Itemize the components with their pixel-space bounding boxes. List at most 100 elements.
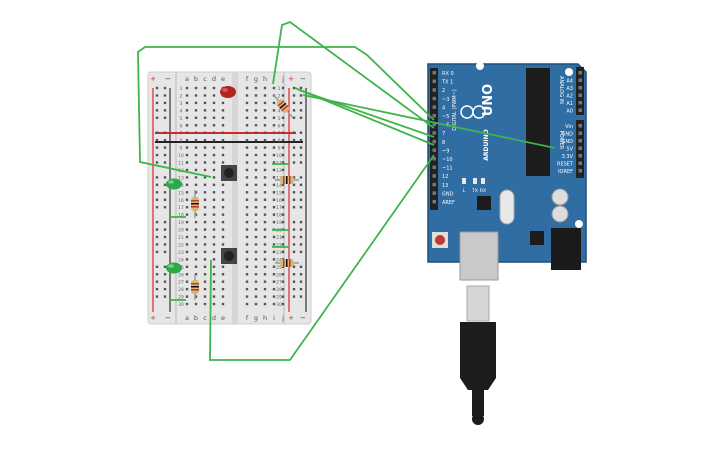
analog-pin[interactable] (578, 71, 583, 75)
breadboard-hole[interactable] (185, 213, 189, 216)
rail-hole[interactable] (155, 287, 159, 291)
rail-hole[interactable] (299, 131, 303, 134)
breadboard-hole[interactable] (272, 116, 276, 119)
breadboard-hole[interactable] (221, 228, 225, 231)
breadboard-hole[interactable] (281, 168, 285, 172)
rail-hole[interactable] (292, 273, 296, 276)
breadboard-hole[interactable] (254, 220, 258, 224)
power-jack[interactable] (551, 228, 581, 270)
breadboard-hole[interactable] (203, 124, 207, 127)
rail-hole[interactable] (292, 220, 296, 224)
breadboard-hole[interactable] (203, 228, 207, 231)
breadboard-hole[interactable] (185, 168, 189, 172)
rail-hole[interactable] (299, 116, 303, 119)
breadboard-hole[interactable] (185, 273, 189, 276)
rail-hole[interactable] (163, 109, 167, 112)
breadboard-hole[interactable] (281, 161, 285, 164)
breadboard-hole[interactable] (212, 183, 216, 187)
power-pin[interactable] (578, 124, 583, 128)
breadboard-hole[interactable] (212, 250, 216, 254)
rail-hole[interactable] (292, 295, 296, 298)
arduino-uno[interactable]: UNO ARDUINO DIGITAL (PWM~) ANALOG IN POW… (427, 62, 587, 281)
breadboard-hole[interactable] (185, 206, 189, 209)
breadboard-hole[interactable] (203, 153, 207, 157)
resistor-left-1[interactable] (191, 190, 199, 218)
breadboard-hole[interactable] (212, 273, 216, 276)
digital-pin[interactable] (432, 105, 437, 109)
breadboard-hole[interactable] (254, 206, 258, 209)
rail-hole[interactable] (155, 101, 159, 105)
breadboard-hole[interactable] (263, 183, 267, 187)
resistor-top[interactable] (270, 92, 295, 120)
digital-pin[interactable] (432, 131, 437, 135)
digital-pin[interactable] (432, 200, 437, 204)
rail-hole[interactable] (299, 220, 303, 224)
breadboard-hole[interactable] (194, 176, 198, 179)
breadboard-hole[interactable] (203, 243, 207, 246)
breadboard-hole[interactable] (263, 86, 267, 90)
breadboard-hole[interactable] (254, 287, 258, 291)
breadboard-hole[interactable] (185, 295, 189, 298)
breadboard-hole[interactable] (221, 265, 225, 268)
breadboard-hole[interactable] (245, 124, 249, 127)
power-pin[interactable] (578, 131, 583, 136)
rail-hole[interactable] (292, 250, 296, 254)
breadboard-hole[interactable] (185, 220, 189, 224)
breadboard-hole[interactable] (281, 235, 285, 239)
breadboard-hole[interactable] (203, 161, 207, 164)
breadboard-hole[interactable] (281, 213, 285, 216)
rail-hole[interactable] (163, 273, 167, 276)
breadboard-hole[interactable] (245, 250, 249, 254)
power-pin[interactable] (578, 161, 583, 166)
breadboard-hole[interactable] (185, 280, 189, 283)
breadboard-hole[interactable] (212, 213, 216, 216)
breadboard-hole[interactable] (221, 220, 225, 224)
breadboard-hole[interactable] (185, 183, 189, 187)
rail-hole[interactable] (292, 109, 296, 112)
breadboard-hole[interactable] (281, 198, 285, 201)
rail-hole[interactable] (299, 228, 303, 231)
breadboard-hole[interactable] (245, 206, 249, 209)
breadboard-hole[interactable] (263, 280, 267, 283)
rail-hole[interactable] (299, 86, 303, 90)
resistor-right-2[interactable] (275, 259, 299, 267)
breadboard-hole[interactable] (254, 131, 258, 134)
breadboard-hole[interactable] (203, 206, 207, 209)
breadboard-hole[interactable] (263, 153, 267, 157)
breadboard-hole[interactable] (272, 124, 276, 127)
breadboard-hole[interactable] (203, 168, 207, 172)
breadboard-hole[interactable] (281, 287, 285, 291)
breadboard-hole[interactable] (263, 213, 267, 216)
breadboard-hole[interactable] (263, 146, 267, 149)
rail-hole[interactable] (155, 161, 159, 164)
breadboard-hole[interactable] (221, 213, 225, 216)
analog-pin[interactable] (578, 78, 583, 83)
rail-hole[interactable] (299, 250, 303, 254)
breadboard-hole[interactable] (203, 273, 207, 276)
breadboard-hole[interactable] (221, 124, 225, 127)
breadboard-hole[interactable] (212, 131, 216, 134)
breadboard-hole[interactable] (194, 86, 198, 90)
breadboard-hole[interactable] (263, 220, 267, 224)
digital-pin[interactable] (432, 79, 437, 84)
breadboard-hole[interactable] (203, 287, 207, 291)
breadboard-hole[interactable] (272, 273, 276, 276)
breadboard-hole[interactable] (212, 220, 216, 224)
breadboard-hole[interactable] (254, 138, 258, 142)
pushbutton-2[interactable] (221, 248, 237, 264)
breadboard-hole[interactable] (203, 131, 207, 134)
breadboard-hole[interactable] (185, 258, 189, 261)
rail-hole[interactable] (299, 198, 303, 201)
breadboard-hole[interactable] (272, 220, 276, 224)
breadboard-hole[interactable] (194, 273, 198, 276)
rail-hole[interactable] (299, 280, 303, 283)
breadboard-hole[interactable] (185, 94, 189, 97)
rail-hole[interactable] (155, 273, 159, 276)
digital-pin[interactable] (432, 157, 437, 161)
breadboard-hole[interactable] (263, 94, 267, 97)
rail-hole[interactable] (155, 94, 159, 97)
breadboard-hole[interactable] (254, 153, 258, 157)
breadboard-hole[interactable] (272, 265, 276, 268)
rail-hole[interactable] (163, 220, 167, 224)
breadboard-hole[interactable] (263, 191, 267, 194)
